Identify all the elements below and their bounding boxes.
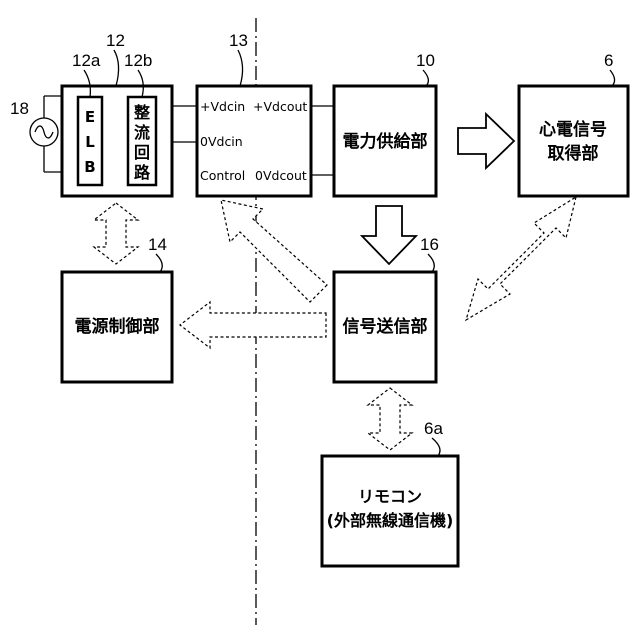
arrow-signal-tx-to-converter — [221, 200, 327, 302]
arrow-signal-tx-to-power-control — [180, 302, 326, 348]
ref-ac-source: 18 — [10, 99, 29, 118]
ref-power-control: 14 — [148, 235, 167, 254]
ac-source — [30, 96, 62, 172]
elb-char-2: L — [85, 133, 95, 151]
rectifier-char-4: 路 — [134, 163, 151, 182]
ref-signal-tx: 16 — [420, 235, 439, 254]
ref-elb: 12a — [72, 51, 101, 70]
leader-converter — [238, 50, 243, 86]
leader-ecg — [610, 70, 615, 86]
arrow-ecg-signal-tx — [466, 197, 576, 320]
signal-tx-label: 信号送信部 — [343, 316, 428, 337]
leader-power-control — [156, 254, 162, 272]
leader-breaker-unit — [114, 50, 119, 86]
ac-sine-wave-icon — [35, 126, 53, 138]
ref-ecg: 6 — [604, 51, 613, 70]
ref-remote: 6a — [424, 419, 443, 438]
arrow-breaker-power-control — [94, 203, 138, 264]
ref-rectifier: 12b — [124, 51, 152, 70]
power-supply-label: 電力供給部 — [343, 131, 428, 152]
leader-power-supply — [423, 70, 428, 86]
arrow-power-to-signal-tx — [362, 206, 416, 264]
rectifier-char-2: 流 — [134, 123, 150, 142]
port-vdcin-pos: +Vdcin — [200, 99, 245, 114]
arrow-power-to-ecg — [458, 114, 514, 168]
remote-label-line1: リモコン — [358, 487, 422, 506]
power-control-label: 電源制御部 — [75, 316, 160, 337]
leader-remote — [432, 438, 440, 456]
ecg-box — [519, 86, 628, 196]
ecg-label-line2: 取得部 — [548, 143, 599, 164]
ref-power-supply: 10 — [416, 51, 435, 70]
ref-breaker-unit: 12 — [106, 31, 125, 50]
port-vdcout-zero: 0Vdcout — [255, 168, 307, 183]
elb-char-1: E — [85, 108, 95, 126]
port-vdcout-pos: +Vdcout — [253, 99, 307, 114]
ref-converter: 13 — [229, 31, 248, 50]
port-control: Control — [200, 168, 245, 183]
leader-signal-tx — [428, 254, 434, 272]
elb-char-3: B — [84, 158, 95, 176]
ecg-label-line1: 心電信号 — [539, 119, 607, 140]
arrow-signal-tx-remote — [368, 388, 412, 450]
port-vdcin-zero: 0Vdcin — [200, 134, 243, 149]
rectifier-char-1: 整 — [133, 103, 150, 122]
remote-label-line2: (外部無線通信機) — [327, 511, 454, 530]
rectifier-char-3: 回 — [134, 143, 150, 162]
